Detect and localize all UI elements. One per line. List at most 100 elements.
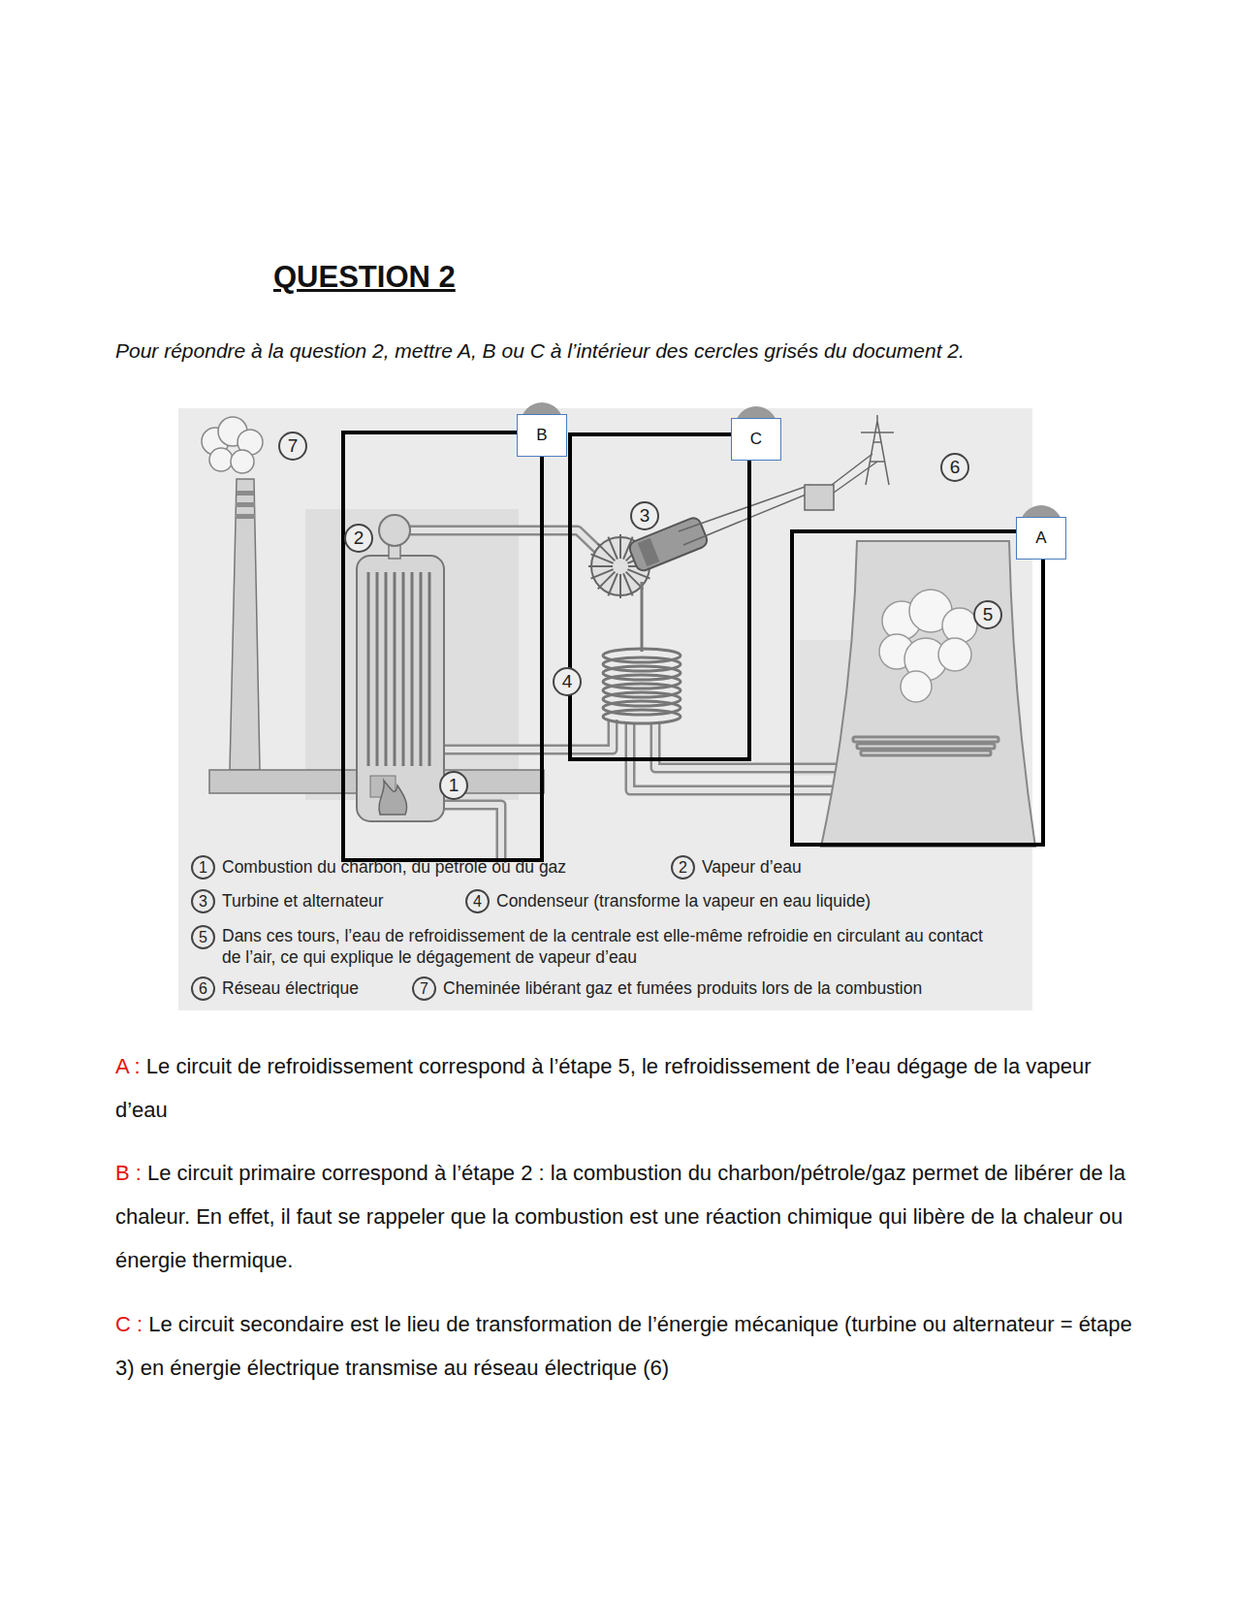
turbine-and-alternator-part-part — [637, 538, 661, 567]
answer-letter: B — [536, 425, 547, 445]
answer-letter-label: C : — [115, 1311, 143, 1336]
pipes-part — [443, 804, 502, 863]
pipes-part — [443, 804, 502, 863]
condenser-coil — [602, 581, 681, 724]
cooling-tower-part — [853, 736, 999, 756]
answer-tag: A — [1015, 516, 1067, 560]
key-number: 5 — [190, 924, 216, 950]
answer-text: Le circuit primaire correspond à l’étape… — [115, 1160, 1126, 1272]
key-number: 6 — [190, 976, 216, 1001]
answer-text: Le circuit secondaire est le lieu de tra… — [115, 1311, 1133, 1380]
pipes-part — [443, 719, 613, 750]
electric-network-part — [860, 414, 894, 485]
smoke-cloud — [201, 416, 263, 474]
pipes-part — [630, 722, 854, 791]
pipes-part — [655, 722, 844, 768]
cooling-tower-part-part — [942, 607, 978, 643]
pipes-part — [655, 722, 844, 768]
answer-text: Le circuit de refroidissement correspond… — [115, 1053, 1092, 1122]
circuit-frame: B — [341, 430, 544, 862]
pipes — [410, 530, 854, 863]
key-text: Dans ces tours, l’eau de refroidissement… — [221, 924, 988, 968]
answer-letter-label: A : — [115, 1053, 141, 1078]
chimney-part — [235, 502, 255, 508]
answer-paragraph: A : Le circuit de refroidissement corres… — [115, 1044, 1143, 1132]
circuit-frame: C — [568, 432, 752, 761]
answer-paragraph: B : Le circuit primaire correspond à l’é… — [115, 1150, 1143, 1282]
key-text: Cheminée libérant gaz et fumées produits… — [443, 977, 1025, 999]
boiler — [356, 514, 444, 822]
smoke-cloud-part — [230, 449, 254, 474]
answer-letter: C — [750, 429, 762, 449]
condenser-coil-part — [602, 709, 681, 724]
key-text: Condenseur (transforme la vapeur en eau … — [496, 889, 871, 912]
pipes-part — [443, 719, 613, 750]
key-text: Turbine et alternateur — [221, 889, 384, 912]
boiler-part-part — [428, 571, 432, 766]
grey-circle — [734, 406, 778, 449]
cooling-tower — [821, 540, 1036, 847]
electric-network-part — [678, 484, 811, 532]
key-number: 2 — [670, 855, 696, 880]
pipes-part — [410, 530, 603, 555]
turbine-and-alternator-part-part — [588, 565, 613, 568]
cooling-tower-part-part — [853, 736, 999, 742]
electric-network-part — [804, 484, 834, 510]
gap — [140, 1053, 147, 1078]
callout-number: 5 — [973, 600, 1003, 630]
cooling-tower-part-part — [860, 750, 991, 756]
turbine-and-alternator-part-part — [619, 534, 622, 559]
answer-tag: B — [516, 413, 568, 457]
turbine-and-alternator-part-part — [591, 569, 614, 579]
grey-circle — [520, 402, 564, 445]
turbine-and-alternator-part-part — [607, 537, 618, 560]
boiler-part-part — [411, 571, 414, 766]
cooling-tower-part-part — [900, 670, 932, 702]
pipes-part — [630, 722, 854, 791]
chimney-part — [235, 513, 255, 519]
boiler-part-part — [376, 571, 380, 766]
electric-network — [678, 414, 894, 545]
smoke-cloud-part — [209, 447, 233, 472]
cooling-tower-part-part — [938, 637, 972, 671]
cooling-tower-part — [879, 589, 978, 702]
electric-network-part — [683, 492, 811, 545]
instruction: Pour répondre à la question 2, mettre A,… — [115, 339, 965, 363]
boiler-part-part — [419, 571, 423, 766]
boiler-part — [368, 571, 430, 766]
circuit-frame: A — [790, 529, 1046, 847]
key-number: 3 — [190, 888, 216, 914]
electric-network-part — [833, 461, 878, 493]
key-text: Vapeur d’eau — [701, 855, 802, 878]
page-title: QUESTION 2 — [273, 259, 456, 295]
boiler-part — [356, 555, 444, 822]
callout-number: 4 — [552, 666, 582, 697]
answer-letter: A — [1035, 528, 1046, 548]
boiler-part — [379, 514, 411, 546]
key-text: Réseau électrique — [221, 977, 359, 999]
boiler-part-part — [384, 571, 388, 766]
gap — [141, 1160, 148, 1185]
turbine-and-alternator-part-part — [619, 573, 622, 599]
boiler-part-part — [367, 571, 371, 766]
key-number: 1 — [190, 855, 216, 880]
answer-tag: C — [730, 417, 782, 461]
chimney-part — [229, 478, 260, 770]
cooling-tower-part-part — [856, 743, 995, 749]
callout-number: 2 — [344, 523, 374, 553]
diagram-ground-part — [305, 508, 519, 800]
pipes-part — [410, 530, 603, 555]
turbine-and-alternator-part-part — [623, 572, 634, 596]
key-number: 7 — [412, 976, 437, 1001]
answer-letter-label: B : — [115, 1160, 142, 1185]
boiler-part-part — [402, 571, 406, 766]
callout-number: 7 — [278, 431, 308, 461]
condenser-coil-part — [640, 581, 644, 652]
callout-number: 6 — [940, 452, 970, 482]
callout-number: 1 — [439, 770, 469, 800]
boiler-part — [379, 780, 408, 815]
answer-paragraph: C : Le circuit secondaire est le lieu de… — [115, 1301, 1143, 1390]
callout-number: 3 — [630, 501, 660, 531]
cooling-tower-part — [821, 540, 1036, 847]
